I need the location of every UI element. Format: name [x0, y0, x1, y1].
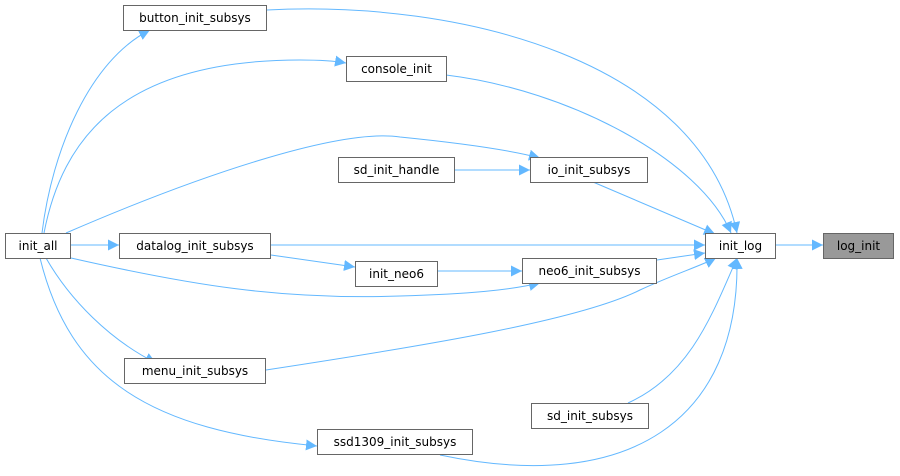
node-ssd1309-init-subsys[interactable]: ssd1309_init_subsys [317, 429, 473, 455]
node-datalog-init-subsys[interactable]: datalog_init_subsys [119, 233, 271, 259]
node-log-init-current: log_init [823, 233, 894, 259]
edge-datalog_init_subsys-init_neo6 [270, 254, 356, 271]
node-init-log[interactable]: init_log [705, 233, 776, 259]
node-sd-init-subsys[interactable]: sd_init_subsys [531, 403, 649, 429]
node-init-neo6[interactable]: init_neo6 [355, 261, 438, 287]
edge-init_all-io_init_subsys [65, 135, 541, 234]
node-sd-init-handle[interactable]: sd_init_handle [338, 157, 455, 183]
edge-init_all-menu_init_subsys [45, 257, 157, 364]
edge-ssd1309_init_subsys-init_log [439, 257, 743, 467]
edge-io_init_subsys-init_log [592, 181, 716, 235]
edge-init_all-button_init_subsys [41, 29, 151, 234]
node-neo6-init-subsys[interactable]: neo6_init_subsys [522, 258, 657, 284]
node-console-init[interactable]: console_init [346, 56, 447, 82]
node-init-all[interactable]: init_all [5, 233, 71, 259]
node-io-init-subsys[interactable]: io_init_subsys [530, 157, 648, 183]
edge-neo6_init_subsys-init_log [656, 249, 706, 261]
edge-sd_init_subsys-init_log [627, 257, 738, 404]
node-menu-init-subsys[interactable]: menu_init_subsys [124, 358, 266, 384]
edge-menu_init_subsys-init_log [265, 257, 717, 371]
edge-console_init-init_log [445, 74, 732, 234]
edge-init_all-console_init [43, 55, 347, 234]
edge-init_all-ssd1309_init_subsys [39, 257, 318, 451]
node-button-init-subsys[interactable]: button_init_subsys [123, 5, 267, 31]
edge-button_init_subsys-init_log [266, 8, 741, 234]
edge-init_all-neo6_init_subsys [70, 257, 541, 298]
